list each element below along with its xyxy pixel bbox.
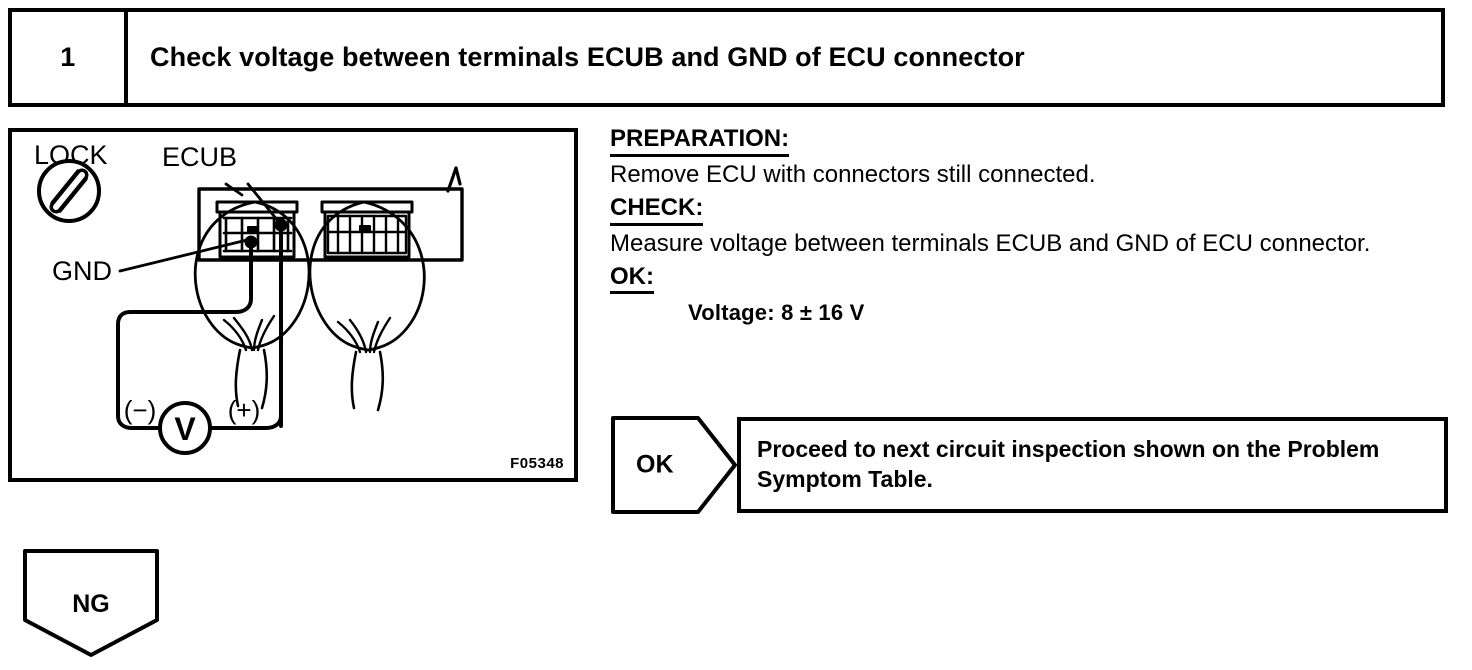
ng-arrow-shape [23,549,159,657]
ok-heading-wrap: OK: [610,263,1455,295]
figure-label-negative: (−) [124,395,157,425]
ok-heading: OK: [610,263,654,295]
ecu-connector-diagram: V LOCK ECUB GND (−) (+) [34,140,464,455]
figure-label-positive: (+) [228,395,261,425]
svg-text:V: V [174,411,196,447]
figure-panel: V LOCK ECUB GND (−) (+) F05348 [8,128,578,482]
ok-branch-label: OK [636,450,674,479]
step-number: 1 [60,42,76,72]
ok-result-text: Proceed to next circuit inspection shown… [757,436,1380,492]
ok-result-box: Proceed to next circuit inspection shown… [737,417,1448,513]
detail-column: PREPARATION: Remove ECU with connectors … [610,125,1455,326]
check-heading-wrap: CHECK: [610,194,1455,226]
step-header-bar: 1 Check voltage between terminals ECUB a… [8,8,1445,107]
step-title-cell: Check voltage between terminals ECUB and… [128,12,1441,103]
ng-branch-label: NG [72,590,110,618]
preparation-heading: PREPARATION: [610,125,790,157]
figure-id: F05348 [510,455,564,472]
step-title: Check voltage between terminals ECUB and… [150,42,1025,72]
figure-label-lock: LOCK [34,140,108,170]
ng-branch: NG [22,548,160,658]
step-number-cell: 1 [12,12,128,103]
check-body: Measure voltage between terminals ECUB a… [610,229,1371,257]
ok-branch-arrow: OK [610,415,738,515]
check-heading: CHECK: [610,194,704,226]
ok-branch-row: OK Proceed to next circuit inspection sh… [610,415,1450,515]
figure-label-gnd: GND [52,256,112,286]
ok-spec-value: Voltage: 8 ± 16 V [688,300,865,326]
ok-arrow-shape [611,416,737,514]
preparation-heading-wrap: PREPARATION: [610,125,1455,157]
preparation-body: Remove ECU with connectors still connect… [610,160,1096,188]
figure-label-ecub: ECUB [162,142,237,172]
